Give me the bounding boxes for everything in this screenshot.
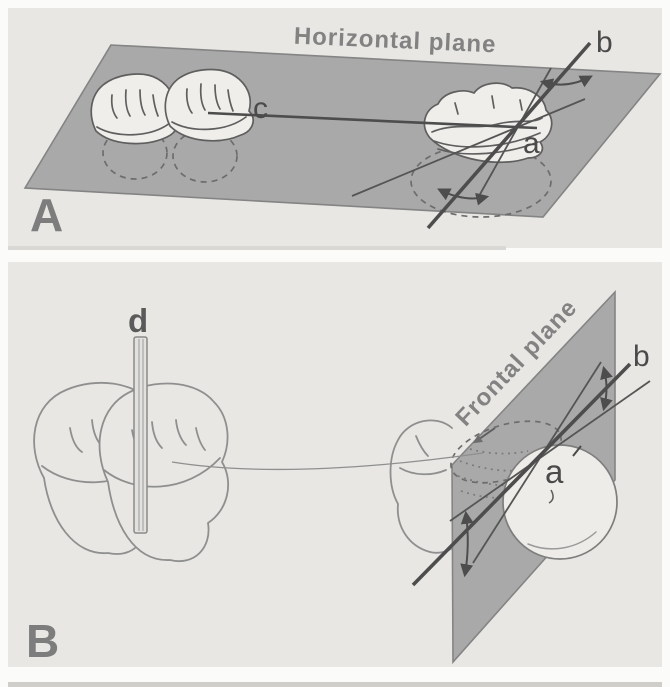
contact-point-arrow bbox=[473, 427, 496, 444]
label-c: c bbox=[253, 92, 268, 125]
panel-b-bottom-edge bbox=[8, 682, 662, 687]
panel-a-letter: A bbox=[30, 189, 63, 241]
label-a-tick bbox=[572, 445, 582, 457]
angle-arrow-bottom bbox=[460, 510, 474, 578]
right-molar-icon bbox=[389, 419, 453, 554]
label-a: a bbox=[523, 127, 540, 160]
angle-arrow-bottom bbox=[437, 188, 490, 206]
left-molars-icon bbox=[90, 68, 254, 145]
reference-line-shallow bbox=[449, 380, 651, 522]
left-molars-icon bbox=[33, 381, 230, 563]
label-a-hook bbox=[548, 489, 554, 504]
reference-line-steep bbox=[478, 67, 552, 197]
label-b: b bbox=[596, 26, 613, 59]
connector-line bbox=[171, 452, 484, 471]
angle-arrow-top bbox=[539, 75, 593, 91]
reference-line-steep bbox=[472, 361, 602, 564]
pin-d bbox=[133, 336, 148, 534]
plane-stipple bbox=[457, 448, 541, 499]
panel-a-bottom-edge bbox=[8, 246, 506, 250]
panel-b-letter: B bbox=[26, 615, 59, 667]
panel-b: Frontal plane d b a B bbox=[8, 262, 662, 687]
label-a: a bbox=[545, 453, 564, 490]
label-d: d bbox=[128, 302, 148, 339]
line-c bbox=[207, 111, 538, 130]
label-b: b bbox=[633, 340, 650, 373]
panel-a: Horizontal plane c b a A bbox=[8, 8, 662, 250]
angle-arrow-top bbox=[600, 365, 613, 412]
reference-line-shallow bbox=[351, 98, 586, 197]
line-b bbox=[411, 362, 632, 587]
